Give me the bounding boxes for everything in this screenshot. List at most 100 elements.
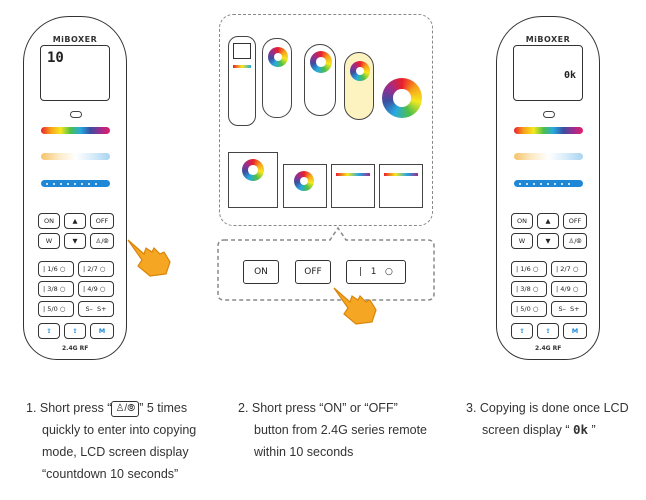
step-2-line-1: 2. Short press “ON” or “OFF” <box>238 401 398 415</box>
step-1-text-a: 1. Short press “ <box>26 401 112 415</box>
pointing-hand-icon <box>333 287 377 325</box>
step-2-line-3: within 10 seconds <box>254 445 354 459</box>
white-temperature-slider[interactable] <box>41 153 110 160</box>
w-key[interactable]: W <box>511 233 533 249</box>
zone-2-key[interactable]: | 2/7 ○ <box>78 261 114 277</box>
step-3-line-2: screen display “ 0k ” <box>466 419 629 441</box>
left-remote: MiBOXER 10 ON ▲ OFF W ▼ ♙/⦾ | 1/6 ○ | 2/… <box>23 16 127 360</box>
zone-1-key[interactable]: | 1/6 ○ <box>511 261 547 277</box>
handheld-remote-thumb <box>228 36 256 126</box>
zone-4-key[interactable]: | 4/9 ○ <box>78 281 114 297</box>
lcd-ok-glyph: 0k <box>573 422 589 437</box>
unlink-key[interactable]: ⇪ <box>64 323 86 339</box>
step-3-text-a: screen display “ <box>482 423 574 437</box>
zone-1-key[interactable]: | 1/6 ○ <box>38 261 74 277</box>
zone-2-label: 2/7 <box>87 265 98 273</box>
zone-3-key[interactable]: | 3/8 ○ <box>38 281 74 297</box>
zone-1-label: 1/6 <box>520 265 531 273</box>
indicator-oval <box>543 111 555 118</box>
yellow-remote-thumb <box>344 52 374 120</box>
step-3-line-1: 3. Copying is done once LCD <box>466 401 629 415</box>
mode-key-icon: ♙/⦾ <box>111 401 140 417</box>
white-temperature-slider[interactable] <box>514 153 583 160</box>
step-1-line-1: 1. Short press “♙/⦾” 5 times <box>26 397 196 419</box>
step-3-caption: 3. Copying is done once LCD screen displ… <box>466 397 629 441</box>
link-key[interactable]: ⇪ <box>38 323 60 339</box>
zone-5-label: 5/0 <box>520 305 531 313</box>
on-key[interactable]: ON <box>38 213 60 229</box>
zone-1-label: 1/6 <box>47 265 58 273</box>
down-key[interactable]: ▼ <box>537 233 559 249</box>
lcd-screen: 10 <box>40 45 110 101</box>
mode-key[interactable]: ♙/⦾ <box>563 233 587 249</box>
speed-keys[interactable]: S– S+ <box>551 301 587 317</box>
panel-zone-label: 1 <box>370 267 377 277</box>
zone-5-label: 5/0 <box>47 305 58 313</box>
off-key[interactable]: OFF <box>563 213 587 229</box>
step-2-caption: 2. Short press “ON” or “OFF” button from… <box>238 397 427 463</box>
panel-zone-button[interactable]: | 1 ○ <box>346 260 406 284</box>
speed-plus-label: S+ <box>569 305 580 313</box>
wall-panels-collage <box>228 152 428 210</box>
panel-thumb-3 <box>331 164 375 208</box>
brightness-slider[interactable] <box>514 180 583 187</box>
m-key[interactable]: M <box>90 323 114 339</box>
step-1-line-2: quickly to enter into copying <box>42 423 197 437</box>
color-slider[interactable] <box>514 127 583 134</box>
zone-5-key[interactable]: | 5/0 ○ <box>511 301 547 317</box>
step-1-line-3: mode, LCD screen display <box>42 445 189 459</box>
zone-3-label: 3/8 <box>47 285 58 293</box>
step-2-line-2: button from 2.4G series remote <box>254 423 427 437</box>
zone-2-key[interactable]: | 2/7 ○ <box>551 261 587 277</box>
on-key[interactable]: ON <box>511 213 533 229</box>
square-panel-thumb <box>228 152 278 208</box>
lcd-countdown: 10 <box>47 50 64 66</box>
right-remote: MiBOXER 0k ON ▲ OFF W ▼ ♙/⦾ | 1/6 ○ | 2/… <box>496 16 600 360</box>
panel-on-button[interactable]: ON <box>243 260 279 284</box>
speed-keys[interactable]: S– S+ <box>78 301 114 317</box>
zone-4-label: 4/9 <box>87 285 98 293</box>
speed-plus-label: S+ <box>96 305 107 313</box>
wheel-remote-thumb <box>262 38 292 118</box>
pointing-hand-icon <box>127 239 171 277</box>
indicator-oval <box>70 111 82 118</box>
zone-2-label: 2/7 <box>560 265 571 273</box>
panel-thumb-4 <box>379 164 423 208</box>
rf-badge: 2.4G RF <box>62 345 89 352</box>
brightness-slider[interactable] <box>41 180 110 187</box>
mode-key[interactable]: ♙/⦾ <box>90 233 114 249</box>
down-key[interactable]: ▼ <box>64 233 86 249</box>
panel-off-button[interactable]: OFF <box>295 260 331 284</box>
speed-minus-label: S– <box>558 305 566 313</box>
panel-thumb-2 <box>283 164 327 208</box>
rf-badge: 2.4G RF <box>535 345 562 352</box>
off-key[interactable]: OFF <box>90 213 114 229</box>
round-remote-thumb <box>304 44 336 116</box>
m-key[interactable]: M <box>563 323 587 339</box>
color-slider[interactable] <box>41 127 110 134</box>
compatible-remotes-panel <box>219 14 433 226</box>
zone-4-label: 4/9 <box>560 285 571 293</box>
brand-logo: MiBOXER <box>52 35 98 44</box>
brand-logo: MiBOXER <box>525 35 571 44</box>
panel-off-label: OFF <box>304 267 322 277</box>
remotes-collage <box>226 32 426 152</box>
zone-4-key[interactable]: | 4/9 ○ <box>551 281 587 297</box>
lcd-done: 0k <box>564 70 577 81</box>
step-1-line-4: “countdown 10 seconds” <box>42 467 179 481</box>
up-key[interactable]: ▲ <box>64 213 86 229</box>
up-key[interactable]: ▲ <box>537 213 559 229</box>
step-3-text-b: ” <box>588 423 596 437</box>
zone-5-key[interactable]: | 5/0 ○ <box>38 301 74 317</box>
zone-3-label: 3/8 <box>520 285 531 293</box>
w-key[interactable]: W <box>38 233 60 249</box>
zone-3-key[interactable]: | 3/8 ○ <box>511 281 547 297</box>
panel-on-label: ON <box>254 267 268 277</box>
link-key[interactable]: ⇪ <box>511 323 533 339</box>
wall-dial-thumb <box>382 78 422 118</box>
step-1-text-b: ” 5 times <box>139 401 188 415</box>
speed-minus-label: S– <box>85 305 93 313</box>
lcd-screen: 0k <box>513 45 583 101</box>
unlink-key[interactable]: ⇪ <box>537 323 559 339</box>
step-1-caption: 1. Short press “♙/⦾” 5 times quickly to … <box>26 397 196 485</box>
